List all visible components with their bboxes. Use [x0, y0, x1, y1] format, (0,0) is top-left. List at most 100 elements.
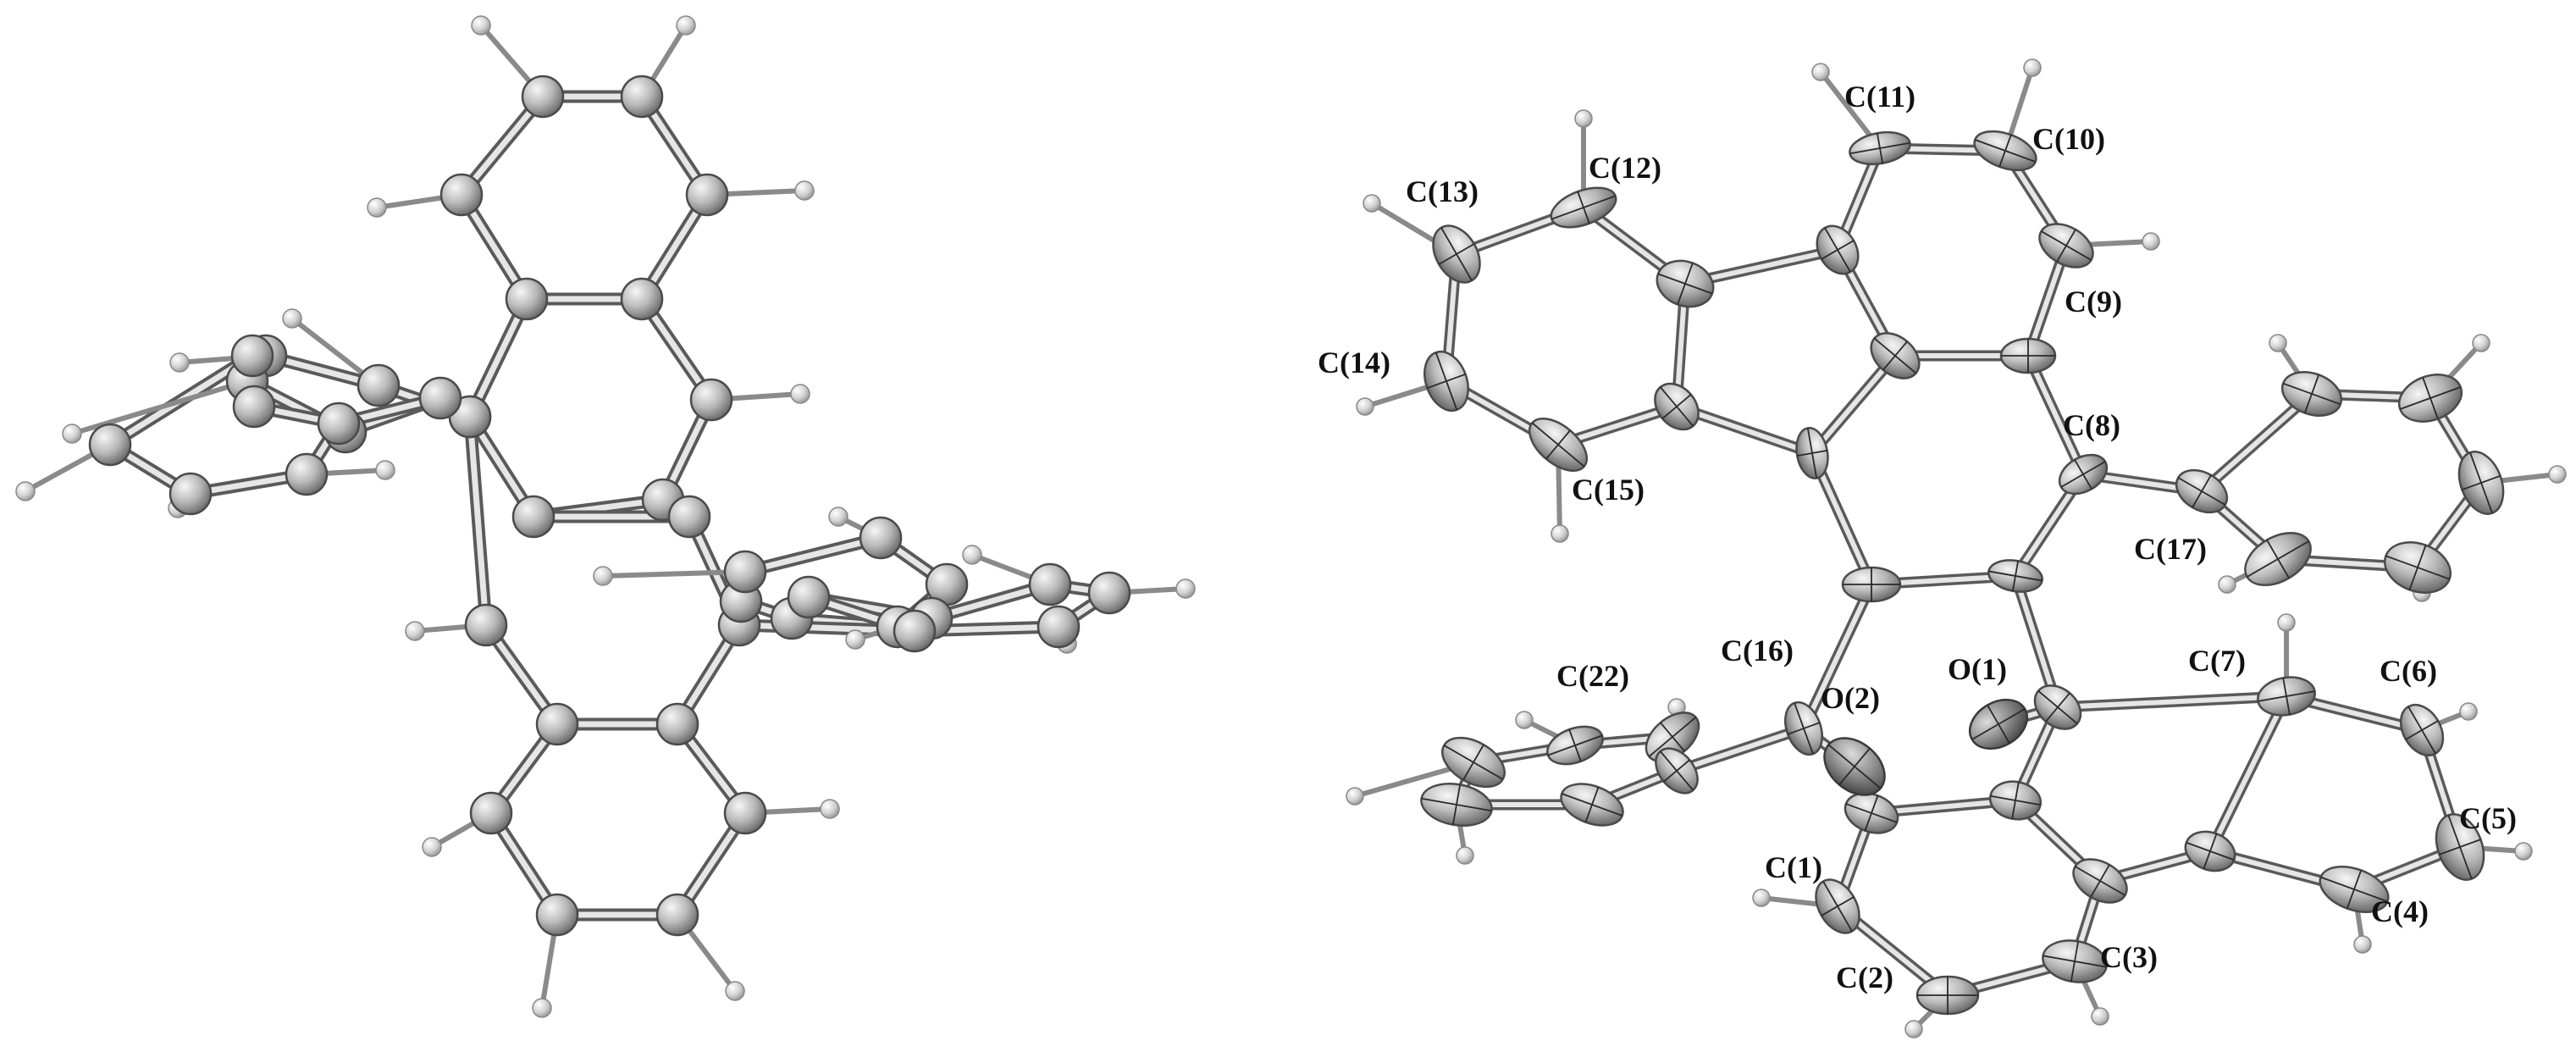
label-c4: C(4): [2371, 894, 2429, 928]
hydrogen-atom: [2548, 465, 2567, 484]
hydrogen-atom: [471, 15, 491, 36]
hydrogen-atom: [1551, 524, 1569, 543]
bond: [2204, 690, 2292, 857]
carbon-atom: [723, 550, 767, 594]
label-o2: O(2): [1821, 681, 1880, 715]
hydrogen-atom: [367, 197, 387, 218]
carbon-ellipsoid: [1849, 130, 1911, 166]
bond: [463, 410, 493, 632]
right-atom-layer: [1346, 58, 2567, 1038]
h-bond: [600, 569, 748, 579]
carbon-atom: [169, 472, 213, 516]
hydrogen-atom: [282, 308, 302, 329]
hydrogen-atom: [405, 621, 425, 641]
bond: [1671, 723, 1810, 777]
carbon-ellipsoid: [1441, 736, 1506, 789]
bond: [2196, 388, 2318, 497]
carbon-ellipsoid: [1784, 700, 1823, 756]
carbon-ellipsoid: [2397, 374, 2463, 423]
hydrogen-atom: [62, 424, 82, 444]
oxygen-ellipsoid: [1823, 737, 1886, 796]
hydrogen-atom: [1363, 194, 1381, 213]
atom-label-layer: C(11) C(10) C(12) C(13) C(9) C(14) C(8) …: [1318, 80, 2517, 994]
carbon-ellipsoid: [2435, 813, 2485, 881]
carbon-atom: [1028, 562, 1072, 606]
carbon-ellipsoid: [2072, 858, 2128, 904]
hydrogen-atom: [2472, 334, 2490, 352]
carbon-atom: [535, 702, 579, 746]
bond: [463, 292, 533, 424]
carbon-atom: [505, 277, 549, 321]
hydrogen-atom: [828, 507, 849, 527]
hydrogen-atom: [2514, 842, 2533, 861]
carbon-atom: [787, 575, 831, 619]
bond: [2022, 350, 2089, 480]
hydrogen-atom: [2353, 935, 2372, 954]
label-c22: C(22): [1556, 659, 1629, 693]
carbon-atom: [859, 516, 903, 560]
carbon-ellipsoid: [2319, 866, 2390, 913]
carbon-atom: [723, 791, 767, 835]
carbon-ellipsoid: [2280, 371, 2343, 417]
label-c14: C(14): [1318, 346, 1390, 379]
carbon-ellipsoid: [1560, 783, 1624, 827]
carbon-atom: [317, 401, 361, 446]
hydrogen-atom: [1175, 579, 1196, 599]
hydrogen-atom: [962, 545, 982, 565]
carbon-atom: [535, 893, 579, 937]
carbon-ellipsoid: [2175, 468, 2229, 514]
hydrogen-atom: [15, 481, 36, 501]
label-c17: C(17): [2134, 532, 2207, 566]
hydrogen-atom: [169, 352, 190, 373]
hydrogen-atom: [375, 460, 395, 480]
hydrogen-atom: [2218, 575, 2236, 594]
carbon-atom: [230, 334, 274, 378]
oxygen-ellipsoid: [1968, 698, 2029, 750]
hydrogen-atom: [820, 799, 840, 819]
carbon-atom: [1036, 605, 1081, 649]
label-c15: C(15): [1572, 473, 1645, 507]
carbon-ellipsoid: [2184, 830, 2236, 872]
hydrogen-atom: [2269, 334, 2287, 352]
carbon-ellipsoid: [2042, 939, 2108, 983]
label-c2: C(2): [1836, 961, 1893, 994]
left-bond-layer: [23, 23, 1188, 1010]
hydrogen-atom: [725, 981, 745, 1001]
carbon-ellipsoid: [1844, 792, 1899, 834]
carbon-ellipsoid: [1870, 332, 1921, 379]
carbon-ellipsoid: [1655, 747, 1699, 795]
carbon-ellipsoid: [1815, 878, 1860, 934]
hydrogen-atom: [1904, 1020, 1923, 1038]
carbon-atom: [464, 603, 508, 647]
hydrogen-atom: [1456, 846, 1474, 865]
hydrogen-atom: [532, 998, 552, 1018]
hydrogen-atom: [1752, 889, 1771, 907]
label-c10: C(10): [2032, 122, 2105, 156]
carbon-ellipsoid: [1528, 418, 1588, 472]
hydrogen-atom: [593, 566, 613, 586]
carbon-ellipsoid: [1546, 725, 1604, 766]
bond: [1806, 350, 1901, 459]
carbon-ellipsoid: [2058, 453, 2109, 496]
carbon-atom: [667, 495, 711, 539]
carbon-ellipsoid: [1645, 711, 1700, 762]
carbon-ellipsoid: [1423, 350, 1469, 412]
carbon-ellipsoid: [2033, 684, 2082, 730]
hydrogen-atom: [1574, 109, 1593, 128]
carbon-ellipsoid: [2399, 703, 2445, 757]
carbon-ellipsoid: [1999, 337, 2057, 374]
carbon-atom: [285, 452, 329, 496]
carbon-ellipsoid: [1816, 224, 1860, 275]
carbon-atom: [655, 702, 699, 746]
label-c8: C(8): [2063, 408, 2120, 442]
hydrogen-atom: [790, 384, 810, 404]
carbon-ellipsoid: [2383, 541, 2452, 594]
carbon-ellipsoid: [1656, 259, 1715, 308]
carbon-atom: [521, 75, 565, 119]
hydrogen-atom: [422, 837, 442, 857]
hydrogen-atom: [794, 180, 815, 201]
carbon-atom: [469, 791, 513, 835]
carbon-atom: [620, 277, 664, 321]
carbon-ellipsoid: [2038, 223, 2094, 269]
